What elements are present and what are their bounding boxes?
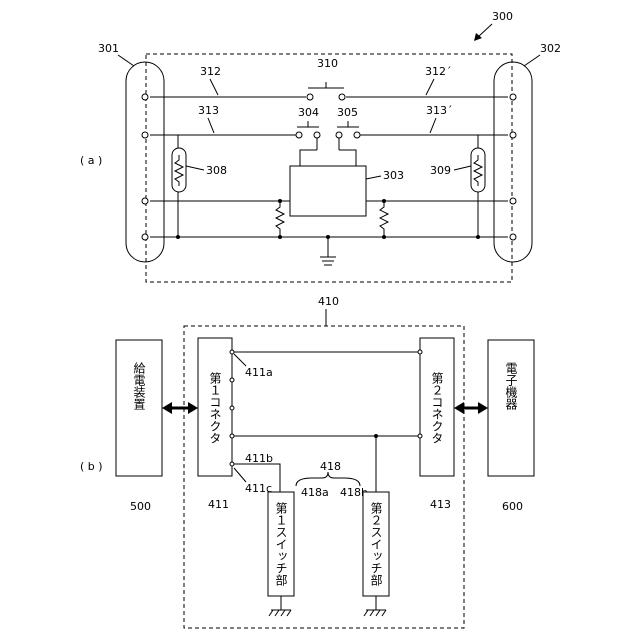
plug-301-pin-2 [142,132,148,138]
ref-312p: 312´ [425,65,452,78]
ref-300-arrow [478,24,492,37]
junction-309-ground [476,235,480,239]
switch-1-ground-hatch-4 [287,610,291,616]
connector-1-terminal-2 [230,378,234,382]
ref-500: 500 [130,500,151,513]
plug-302-pin-3 [510,198,516,204]
switch-305-to-ic [339,150,356,166]
ref-301: 301 [98,42,119,55]
ref-301-leader [118,55,134,66]
panel-label-a: ( a ) [80,154,102,167]
connector-1-terminal-5 [230,462,234,466]
switch-1-ground-hatch-1 [269,610,273,616]
ref-313p-leader [430,118,436,133]
switch-305-contact-right [354,132,360,138]
plug-301-pin-1 [142,94,148,100]
ref-302-leader [524,55,540,66]
switch-2-ground-hatch-3 [376,610,380,616]
brace-418 [296,472,360,486]
figure-a: ( a ) 300 301 302 310 312 312´ [80,10,561,282]
ref-411c-leader [234,468,246,482]
switch-305-contact-left [336,132,342,138]
ref-312: 312 [200,65,221,78]
ref-308: 308 [206,164,227,177]
connector-2-terminal-2 [418,434,422,438]
plug-302-pin-4 [510,234,516,240]
link-500-411-arrowhead-left [162,402,172,414]
connector-1-terminal-3 [230,406,234,410]
ref-308-leader [186,166,204,170]
ref-302: 302 [540,42,561,55]
ref-300: 300 [492,10,513,23]
plug-301 [126,62,164,262]
ref-411a-leader [234,354,246,366]
switch-304-contact-right [314,132,320,138]
pulldown-right-resistor [380,201,388,237]
ref-303: 303 [383,169,404,182]
ref-303-leader [366,176,381,179]
ref-411a: 411a [245,366,273,379]
switch-1-ground-hatch-2 [275,610,279,616]
switch-2-ground-hatch-1 [364,610,368,616]
plug-301-pin-3 [142,198,148,204]
connector-1-label: 第１コネクタ [208,372,222,444]
ref-304: 304 [298,106,319,119]
resistor-309-zigzag [474,155,482,186]
switch-304-contact-left [296,132,302,138]
plug-302-pin-1 [510,94,516,100]
ref-313p: 313´ [426,104,453,117]
connector-2-terminal-1 [418,350,422,354]
switch-310-contact-right [339,94,345,100]
ref-600: 600 [502,500,523,513]
figure-b: ( b ) 410 給電装置 500 第１コネクタ 411 第２コネクタ 413 [80,295,534,628]
link-413-600-arrowhead-right [478,402,488,414]
power-supply-label: 給電装置 [132,362,146,410]
ref-313: 313 [198,104,219,117]
junction-right-pd-ground [382,235,386,239]
connector-2-label: 第２コネクタ [430,372,444,444]
ref-310: 310 [317,57,338,70]
ref-418: 418 [320,460,341,473]
ref-418a: 418a [301,486,329,499]
ref-309: 309 [430,164,451,177]
panel-label-b: ( b ) [80,460,103,473]
ref-305: 305 [337,106,358,119]
ref-309-leader [454,166,471,170]
plug-302-pin-2 [510,132,516,138]
link-500-411-arrowhead-right [188,402,198,414]
resistor-308-zigzag [175,155,183,186]
plug-302 [494,62,532,262]
ref-313-leader [208,118,214,133]
ic-303 [290,166,366,216]
plug-301-pin-4 [142,234,148,240]
switch-2-label: 第２スイッチ部 [369,502,383,586]
junction-308-ground [176,235,180,239]
connector-1-terminal-1 [230,350,234,354]
connector-1-terminal-4 [230,434,234,438]
pulldown-left-resistor [276,201,284,237]
ref-312p-leader [426,79,434,95]
switch-2-ground-hatch-2 [370,610,374,616]
ref-410: 410 [318,295,339,308]
ref-312-leader [210,79,218,95]
ref-411: 411 [208,498,229,511]
ref-411b: 411b [245,452,273,465]
ref-413: 413 [430,498,451,511]
switch-1-ground-hatch-3 [281,610,285,616]
junction-left-pd-ground [278,235,282,239]
switch-304-to-ic [300,150,317,166]
link-413-600-arrowhead-left [454,402,464,414]
switch-1-label: 第１スイッチ部 [274,502,288,586]
switch-310-contact-left [307,94,313,100]
switch-2-ground-hatch-4 [382,610,386,616]
electronic-device-label: 電子機器 [504,362,518,411]
